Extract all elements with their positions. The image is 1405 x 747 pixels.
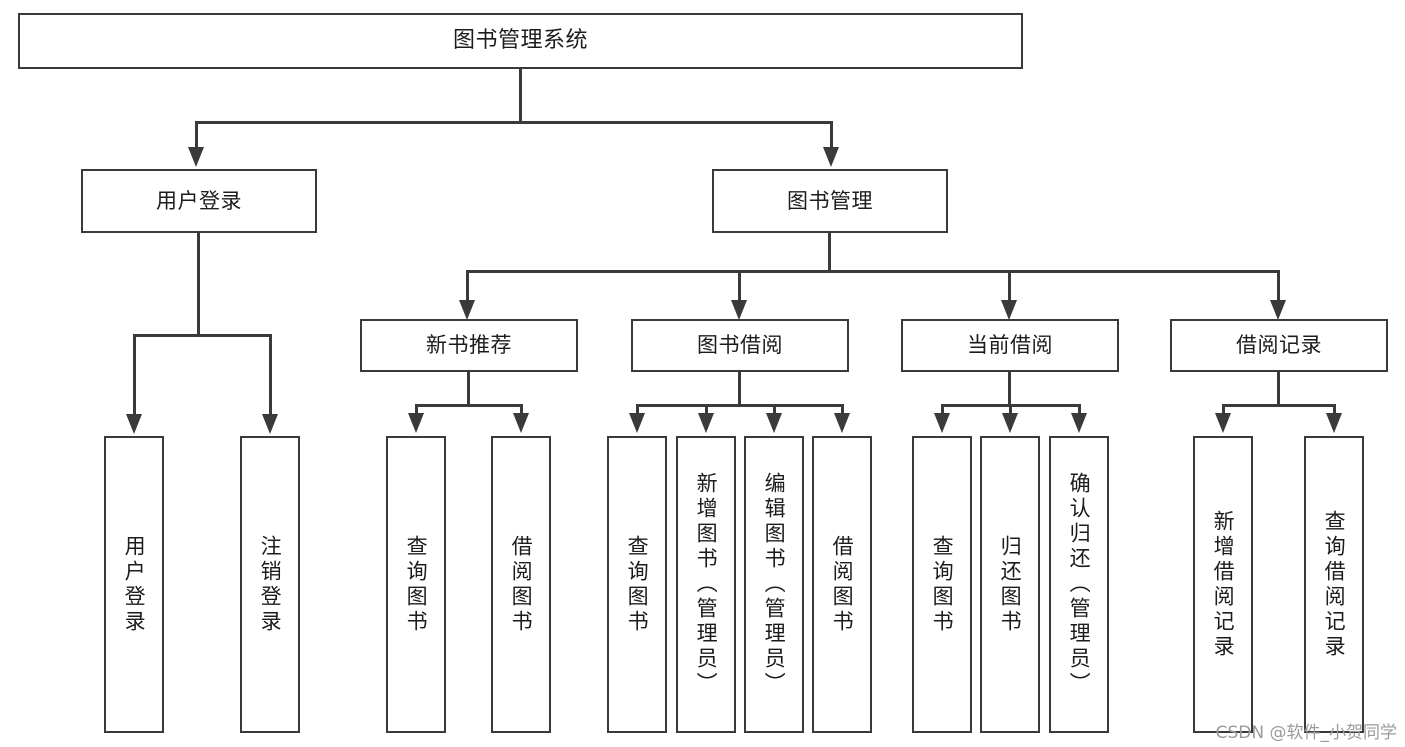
node-book-borrow[interactable]: 图书借阅 [631,319,849,372]
arrow-to-leaf-query-book-bb [629,413,645,433]
connector-bm-drop-3 [1008,270,1011,302]
leaf-query-borrow-record[interactable]: 查询借阅记录 [1304,436,1364,733]
leaf-query-book-borrow[interactable]: 查询图书 [607,436,667,733]
arrow-to-leaf-borrow-book-bb [834,413,850,433]
leaf-label: 确认归还（管理员） [1067,472,1092,697]
leaf-add-borrow-record[interactable]: 新增借阅记录 [1193,436,1253,733]
connector-nbr-drop-2 [520,404,523,416]
connector-nbr-bus [415,404,523,407]
leaf-label: 借阅图书 [830,534,855,635]
connector-cb-drop-3 [1078,404,1081,416]
connector-bb-stem [738,372,741,406]
connector-root-drop-left [195,121,198,149]
node-root-book-management-system[interactable]: 图书管理系统 [18,13,1023,69]
connector-cb-stem [1008,372,1011,406]
connector-cb-drop-1 [941,404,944,416]
connector-user-login-stem [197,233,200,336]
connector-bb-drop-4 [841,404,844,416]
arrow-to-leaf-user-login [126,414,142,434]
leaf-query-book-new-recommend[interactable]: 查询图书 [386,436,446,733]
connector-user-login-bus [133,334,272,337]
node-label: 新书推荐 [426,333,512,358]
arrow-to-leaf-edit-book [766,413,782,433]
connector-bm-drop-2 [738,270,741,302]
connector-root-stem [519,69,522,123]
node-user-login[interactable]: 用户登录 [81,169,317,233]
node-borrow-record[interactable]: 借阅记录 [1170,319,1388,372]
connector-br-drop-2 [1333,404,1336,416]
connector-root-bus [195,121,833,124]
leaf-label: 查询图书 [625,534,650,635]
arrow-to-leaf-query-book-nbr [408,413,424,433]
leaf-label: 新增借阅记录 [1211,509,1236,660]
leaf-label: 注销登录 [258,534,283,635]
connector-bm-drop-1 [466,270,469,302]
leaf-label: 查询图书 [930,534,955,635]
leaf-borrow-book[interactable]: 借阅图书 [812,436,872,733]
leaf-label: 查询借阅记录 [1322,509,1347,660]
leaf-confirm-return-admin[interactable]: 确认归还（管理员） [1049,436,1109,733]
arrow-to-leaf-logout [262,414,278,434]
connector-book-management-stem [828,233,831,273]
node-new-book-recommend[interactable]: 新书推荐 [360,319,578,372]
connector-bb-drop-2 [705,404,708,416]
leaf-label: 借阅图书 [509,534,534,635]
node-label: 图书借阅 [697,333,783,358]
arrow-to-leaf-add-book [698,413,714,433]
connector-user-login-drop-2 [269,334,272,416]
connector-bb-drop-3 [773,404,776,416]
connector-nbr-drop-1 [415,404,418,416]
leaf-borrow-book-new-recommend[interactable]: 借阅图书 [491,436,551,733]
leaf-query-book-current[interactable]: 查询图书 [912,436,972,733]
leaf-label: 归还图书 [998,534,1023,635]
connector-root-drop-right [830,121,833,149]
connector-user-login-drop-1 [133,334,136,416]
node-label: 图书管理 [787,188,873,213]
arrow-to-leaf-query-borrow-record [1326,413,1342,433]
node-label: 借阅记录 [1236,333,1322,358]
connector-bb-bus [636,404,844,407]
arrow-to-leaf-query-book-cb [934,413,950,433]
connector-br-stem [1277,372,1280,406]
connector-nbr-stem [467,372,470,406]
leaf-label: 新增图书（管理员） [694,472,719,697]
arrow-to-leaf-return-book [1002,413,1018,433]
csdn-watermark: CSDN @软件_小贺同学 [1215,723,1397,743]
connector-cb-drop-2 [1009,404,1012,416]
connector-br-bus [1222,404,1336,407]
connector-bm-drop-4 [1277,270,1280,302]
arrow-to-leaf-confirm-return [1071,413,1087,433]
node-current-borrow[interactable]: 当前借阅 [901,319,1119,372]
arrow-to-leaf-add-borrow-record [1215,413,1231,433]
node-book-management[interactable]: 图书管理 [712,169,948,233]
connector-book-management-bus [466,270,1280,273]
leaf-logout[interactable]: 注销登录 [240,436,300,733]
arrow-to-borrow-record [1270,300,1286,320]
arrow-to-user-login [188,147,204,167]
connector-br-drop-1 [1222,404,1225,416]
node-label: 图书管理系统 [452,28,588,54]
arrow-to-new-book-recommend [459,300,475,320]
node-label: 用户登录 [156,188,242,213]
leaf-label: 查询图书 [404,534,429,635]
leaf-label: 用户登录 [122,534,147,635]
arrow-to-book-borrow [731,300,747,320]
arrow-to-leaf-borrow-book-nbr [513,413,529,433]
leaf-add-book-admin[interactable]: 新增图书（管理员） [676,436,736,733]
node-label: 当前借阅 [967,333,1053,358]
leaf-edit-book-admin[interactable]: 编辑图书（管理员） [744,436,804,733]
leaf-return-book[interactable]: 归还图书 [980,436,1040,733]
leaf-label: 编辑图书（管理员） [762,472,787,697]
arrow-to-current-borrow [1001,300,1017,320]
connector-bb-drop-1 [636,404,639,416]
leaf-user-login[interactable]: 用户登录 [104,436,164,733]
arrow-to-book-management [823,147,839,167]
